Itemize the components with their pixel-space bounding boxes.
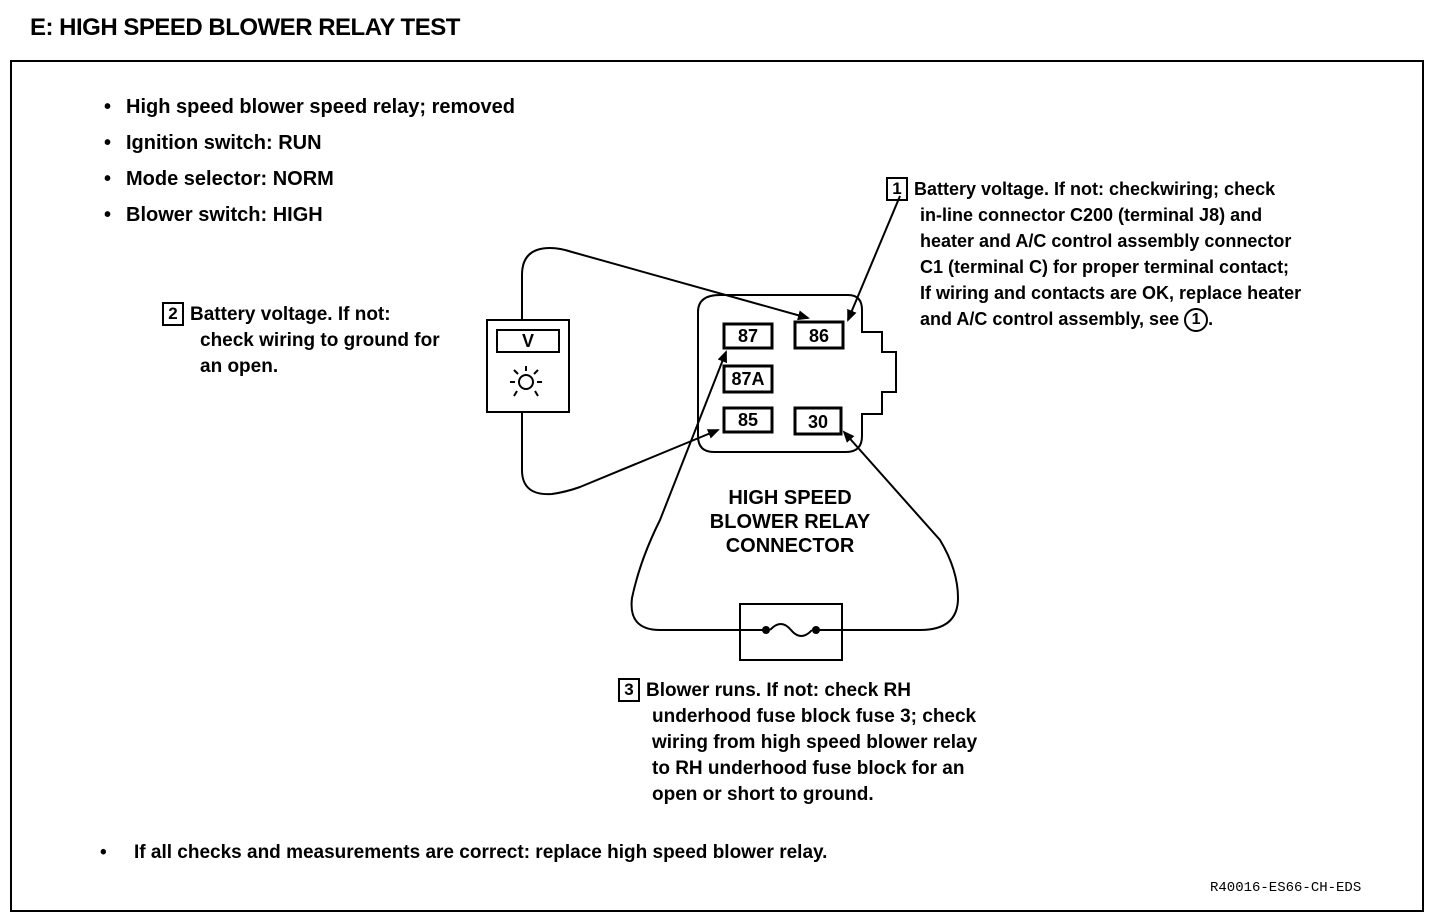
svg-text:87A: 87A — [731, 369, 764, 389]
fused-jumper-left — [630, 350, 740, 631]
svg-text:85: 85 — [738, 410, 758, 430]
fuse-icon — [739, 603, 843, 661]
figure-code: R40016-ES66-CH-EDS — [1210, 880, 1362, 896]
terminal-30: 30 — [793, 406, 843, 436]
note-1-pointer — [847, 195, 901, 322]
condition-item: •Blower switch: HIGH — [104, 204, 323, 226]
bullet-icon: • — [104, 168, 112, 190]
voltmeter: V — [486, 319, 570, 413]
reference-number: 1 — [1184, 308, 1209, 332]
relay-connector-outline — [697, 294, 897, 453]
step-number: 2 — [162, 302, 184, 326]
meter-lead-top — [521, 246, 810, 321]
meter-lead-bottom — [521, 412, 720, 496]
condition-item: •Ignition switch: RUN — [104, 132, 322, 154]
svg-text:87: 87 — [738, 326, 758, 346]
relay-connector-label: HIGH SPEED BLOWER RELAY CONNECTOR — [709, 487, 871, 557]
bullet-icon: • — [104, 132, 112, 154]
condition-item: •High speed blower speed relay; removed — [104, 96, 516, 118]
step-number: 1 — [886, 177, 908, 201]
final-instruction: •If all checks and measurements are corr… — [100, 842, 828, 863]
terminal-85: 85 — [722, 406, 774, 434]
fused-jumper-right — [842, 430, 960, 631]
svg-text:30: 30 — [808, 412, 828, 432]
terminal-86: 86 — [793, 320, 845, 350]
terminal-87a: 87A — [722, 364, 774, 394]
diagram-frame — [10, 60, 1424, 912]
step-number: 3 — [618, 678, 640, 702]
terminal-87: 87 — [722, 322, 774, 350]
bullet-icon: • — [104, 96, 112, 118]
svg-text:86: 86 — [809, 326, 829, 346]
bullet-icon: • — [104, 204, 112, 226]
condition-item: •Mode selector: NORM — [104, 168, 334, 190]
meter-label: V — [522, 331, 534, 351]
page-title: E: HIGH SPEED BLOWER RELAY TEST — [30, 14, 460, 41]
bullet-icon: • — [100, 842, 107, 863]
light-icon — [510, 366, 542, 397]
